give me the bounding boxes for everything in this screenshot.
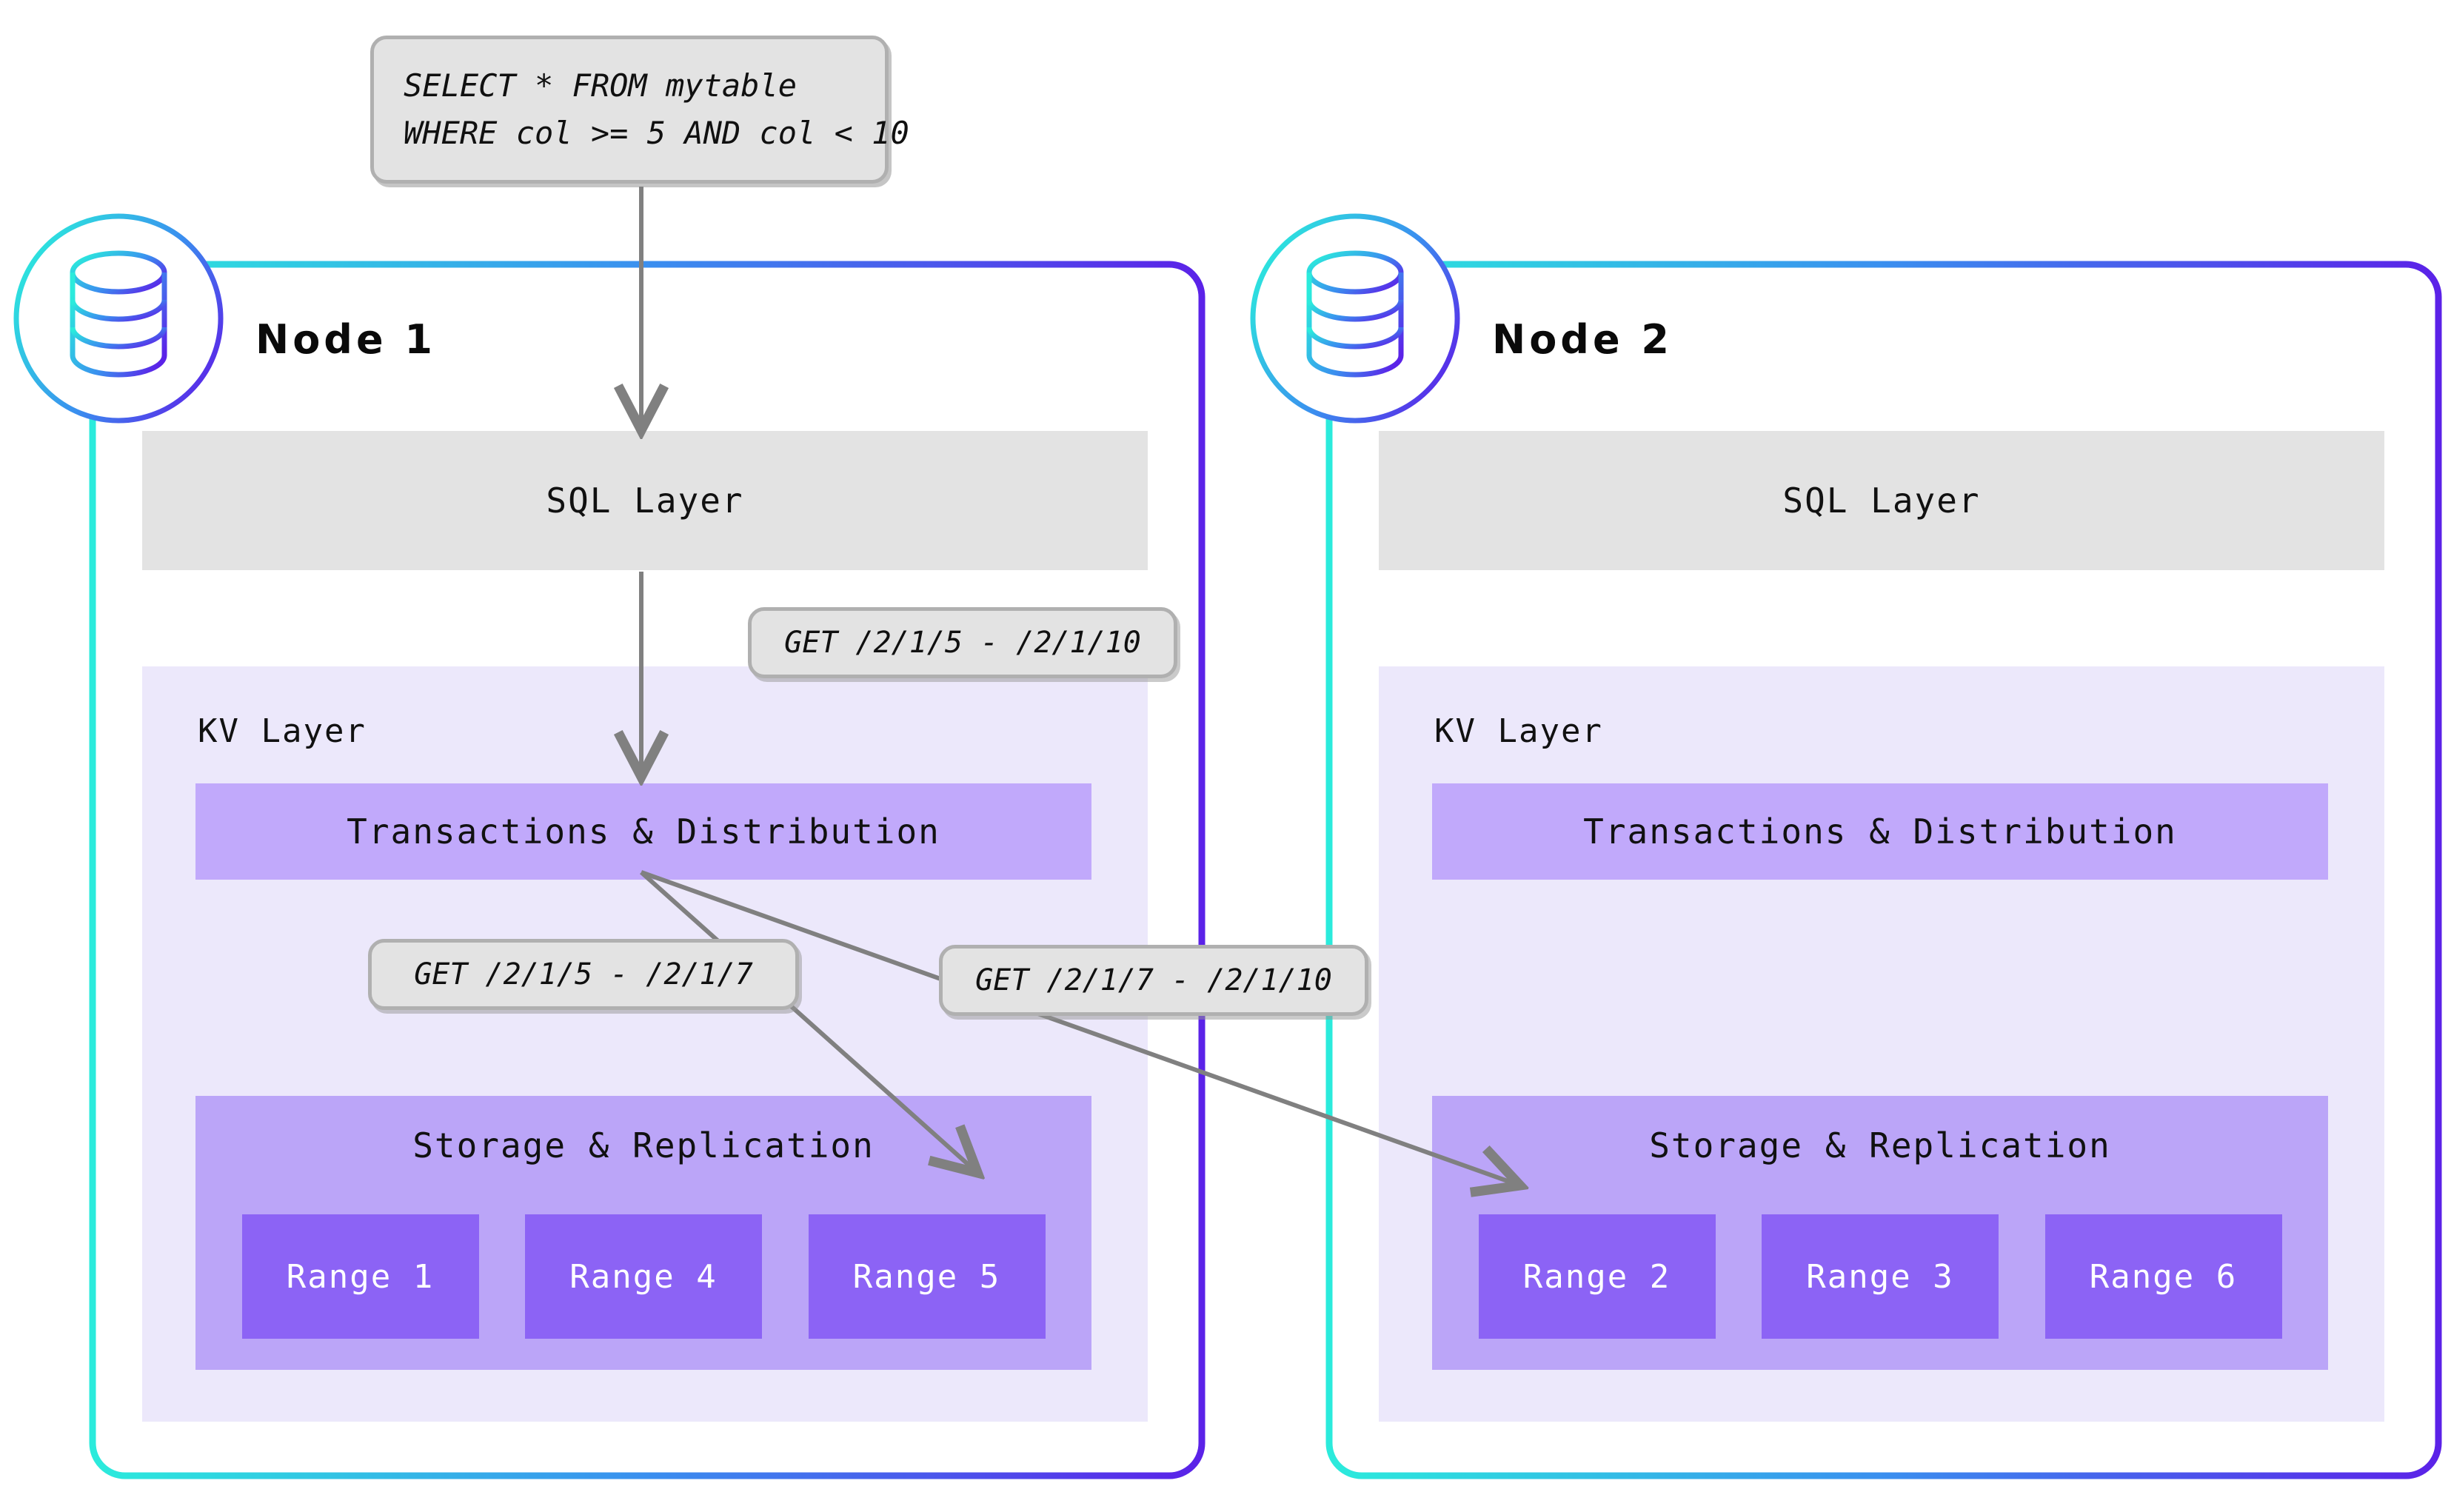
sql-query-line-1: SELECT * FROM mytable bbox=[404, 67, 798, 104]
node-container-1: Node 1 SQL Layer KV Layer Transactions &… bbox=[13, 213, 1206, 1479]
node-1-transactions-label: Transactions & Distribution bbox=[347, 812, 940, 852]
node-2-title: Node 2 bbox=[1492, 316, 1673, 363]
node-1-storage: Storage & Replication Range 1 Range 4 Ra… bbox=[195, 1096, 1091, 1370]
callout-get-right-label: GET /2/1/7 - /2/1/10 bbox=[975, 963, 1332, 997]
node-1-range-row: Range 1 Range 4 Range 5 bbox=[195, 1214, 1091, 1339]
node-2-transactions-label: Transactions & Distribution bbox=[1583, 812, 2177, 852]
node-2-sql-layer: SQL Layer bbox=[1379, 431, 2384, 570]
node-2-range-2[interactable]: Range 2 bbox=[1478, 1214, 1716, 1339]
node-1-kv-layer: KV Layer Transactions & Distribution Sto… bbox=[142, 666, 1148, 1422]
node-2-range-6-label: Range 6 bbox=[2089, 1257, 2238, 1296]
node-2-badge bbox=[1250, 213, 1460, 424]
node-2-storage-label: Storage & Replication bbox=[1649, 1125, 2111, 1165]
node-2-range-3-label: Range 3 bbox=[1806, 1257, 1954, 1296]
node-1-range-5[interactable]: Range 5 bbox=[808, 1214, 1046, 1339]
callout-get-main-label: GET /2/1/5 - /2/1/10 bbox=[784, 626, 1141, 660]
sql-query-line-2: WHERE col >= 5 AND col < 10 bbox=[404, 115, 909, 151]
node-container-2: Node 2 SQL Layer KV Layer Transactions &… bbox=[1250, 213, 2442, 1479]
node-2-range-row: Range 2 Range 3 Range 6 bbox=[1432, 1214, 2328, 1339]
node-1-sql-layer: SQL Layer bbox=[142, 431, 1148, 570]
callout-get-right: GET /2/1/7 - /2/1/10 bbox=[939, 945, 1368, 1016]
node-2-range-6[interactable]: Range 6 bbox=[2044, 1214, 2282, 1339]
node-1-range-1[interactable]: Range 1 bbox=[241, 1214, 479, 1339]
callout-get-left-label: GET /2/1/5 - /2/1/7 bbox=[414, 957, 753, 991]
node-1-sql-layer-label: SQL Layer bbox=[546, 481, 744, 521]
node-2-kv-layer-label: KV Layer bbox=[1434, 712, 1603, 750]
node-2-transactions: Transactions & Distribution bbox=[1432, 783, 2328, 880]
node-1-range-4[interactable]: Range 4 bbox=[525, 1214, 762, 1339]
callout-get-left: GET /2/1/5 - /2/1/7 bbox=[368, 939, 799, 1010]
node-2-range-2-label: Range 2 bbox=[1522, 1257, 1671, 1296]
node-1-range-4-label: Range 4 bbox=[569, 1257, 718, 1296]
callout-get-main: GET /2/1/5 - /2/1/10 bbox=[748, 607, 1177, 678]
node-1-badge bbox=[13, 213, 224, 424]
node-2-storage: Storage & Replication Range 2 Range 3 Ra… bbox=[1432, 1096, 2328, 1370]
node-1-storage-label: Storage & Replication bbox=[412, 1125, 875, 1165]
node-2-sql-layer-label: SQL Layer bbox=[1782, 481, 1981, 521]
node-1-range-1-label: Range 1 bbox=[286, 1257, 435, 1296]
node-2-range-3[interactable]: Range 3 bbox=[1762, 1214, 1999, 1339]
sql-query-box: SELECT * FROM mytable WHERE col >= 5 AND… bbox=[370, 36, 909, 184]
node-2-kv-layer: KV Layer Transactions & Distribution Sto… bbox=[1379, 666, 2384, 1422]
node-1-kv-layer-label: KV Layer bbox=[198, 712, 367, 750]
node-1-title: Node 1 bbox=[255, 316, 436, 363]
node-1-range-5-label: Range 5 bbox=[852, 1257, 1001, 1296]
node-1-transactions: Transactions & Distribution bbox=[195, 783, 1091, 880]
